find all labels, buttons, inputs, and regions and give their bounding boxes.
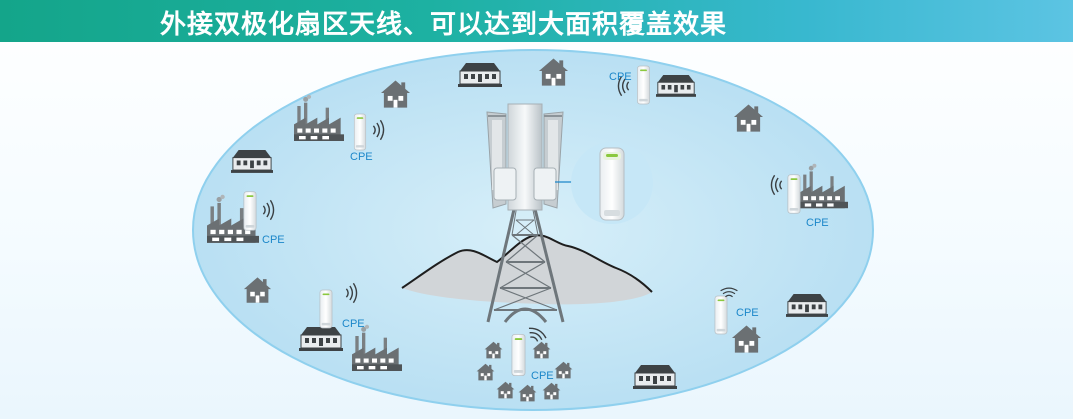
building-icon [298, 326, 344, 352]
cpe-label: CPE [350, 151, 373, 163]
building-icon [655, 74, 697, 98]
cpe-label: CPE [342, 318, 365, 330]
building-icon [785, 293, 829, 318]
cpe-label: CPE [806, 217, 829, 229]
cpe-device-icon [636, 65, 651, 105]
header-banner: 外接双极化扇区天线、可以达到大面积覆盖效果 [0, 0, 1073, 42]
cpe-label: CPE [736, 307, 759, 319]
page-title: 外接双极化扇区天线、可以达到大面积覆盖效果 [160, 10, 728, 40]
cpe-device-icon [599, 147, 625, 221]
building-icon [230, 149, 274, 174]
building-icon [632, 364, 678, 390]
cpe-label: CPE [609, 71, 632, 83]
cpe-device-icon [714, 295, 728, 335]
cpe-label: CPE [262, 234, 285, 246]
building-icon [457, 62, 503, 88]
cpe-device-icon [319, 289, 333, 329]
sector-antenna-icon [486, 103, 564, 211]
cpe-device-icon [353, 113, 367, 151]
cpe-device-icon [243, 191, 257, 231]
mountain-icon [402, 235, 652, 305]
cpe-device-icon [511, 333, 526, 377]
mountain-outline [401, 234, 653, 293]
cpe-label: CPE [531, 370, 554, 382]
cpe-device-icon [787, 174, 801, 214]
